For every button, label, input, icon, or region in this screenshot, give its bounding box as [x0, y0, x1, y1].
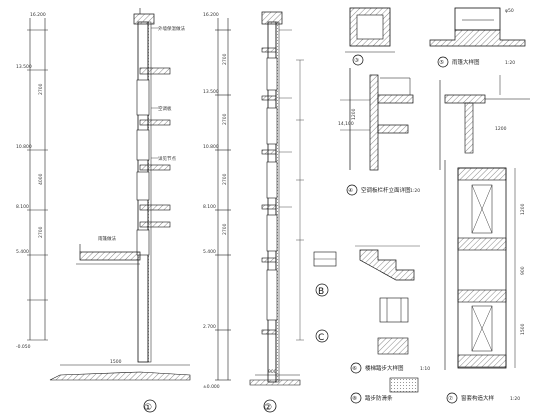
dim-label: 1200: [351, 108, 357, 120]
detail-3: ③: [345, 7, 395, 66]
dim-vertical: 2700: [38, 83, 44, 95]
detail-title-8: 踏步防滑条: [365, 394, 393, 402]
wall-section-1: 16.200 13.500 10.800 8.100 5.400 -0.050 …: [16, 8, 191, 413]
elevation-label: 13.500: [203, 89, 219, 95]
marker-b: B: [318, 287, 324, 297]
detail-number-6: ⑥: [352, 366, 357, 372]
elevation-label: 8.100: [203, 204, 216, 210]
dimension-chain: [296, 59, 304, 341]
detail-scale-6: 1:10: [420, 366, 430, 372]
detail-scale-7: 1:20: [510, 396, 520, 402]
detail-number-5: ⑤: [439, 60, 444, 66]
detail-number-3: ③: [354, 58, 359, 64]
elevation-label: 5.400: [16, 249, 29, 255]
detail-title-4: 空调板栏杆立面详图: [361, 186, 411, 194]
elevation-label: 10.800: [203, 144, 219, 150]
dim-label: 1200: [520, 203, 526, 215]
dim-vertical: 2700: [222, 113, 228, 125]
dim-vertical: 2700: [222, 173, 228, 185]
elevation-label: ±0.000: [203, 384, 220, 390]
detail-4: 1200 14,100 ④ 空调板栏杆立面详图 1:20: [338, 68, 420, 196]
elevation-label: -0.050: [16, 344, 31, 350]
detail-7: 1200 900 1500 ⑦ 窗套构造大样 1:20: [444, 160, 526, 404]
detail-scale-5: 1:20: [505, 60, 515, 66]
elevation-label: 13.500: [16, 64, 32, 70]
note-text: 详见节点: [158, 155, 176, 162]
note-text: 雨篷做法: [98, 235, 116, 242]
elevation-label: 8.100: [16, 204, 29, 210]
dim-label: 900: [520, 266, 526, 275]
dim-vertical: 2700: [222, 53, 228, 65]
dim-label: 1500: [520, 323, 526, 335]
elevation-label: 10.800: [16, 144, 32, 150]
dim-vertical: 2700: [222, 223, 228, 235]
elevation-label: 16.200: [203, 12, 219, 18]
dim-label: 1200: [495, 126, 507, 132]
detail-title-7: 窗套构造大样: [461, 394, 495, 402]
detail-number-8: ⑧: [352, 396, 357, 402]
detail-number-4: ④: [348, 188, 353, 194]
dim-label: 14,100: [338, 121, 354, 127]
section-number-1: ①: [144, 403, 152, 413]
dim-label: 900: [268, 369, 277, 375]
dim-label: φ50: [505, 8, 514, 14]
dim-label: 1500: [110, 359, 122, 365]
detail-scale-4: 1:20: [410, 188, 420, 194]
section-number-2: ②: [264, 403, 272, 413]
elevation-label: 2.700: [203, 324, 216, 330]
marker-c: C: [318, 333, 324, 343]
detail-6: ⑥ 楼梯踏步大样图 1:10: [350, 245, 430, 374]
detail-8: ⑧ 踏步防滑条: [350, 337, 419, 404]
detail-canopy-right: 1200: [439, 75, 530, 170]
wall-section-2: 16.200 13.500 10.800 8.100 5.400 2.700 ±…: [203, 11, 301, 413]
dim-vertical: 4000: [38, 173, 44, 185]
dim-vertical: 2700: [38, 226, 44, 238]
detail-5: φ50 ⑤ 雨篷大样图 1:20: [429, 7, 526, 68]
detail-title-5: 雨篷大样图: [452, 58, 480, 66]
elevation-label: 5.400: [203, 249, 216, 255]
detail-number-7: ⑦: [448, 395, 453, 402]
note-text: 外墙保温做法: [158, 25, 185, 32]
detail-markers: B C: [313, 251, 337, 343]
note-text: 空调板: [158, 105, 172, 112]
elevation-label: 16.200: [30, 12, 46, 18]
detail-title-6: 楼梯踏步大样图: [365, 364, 404, 372]
